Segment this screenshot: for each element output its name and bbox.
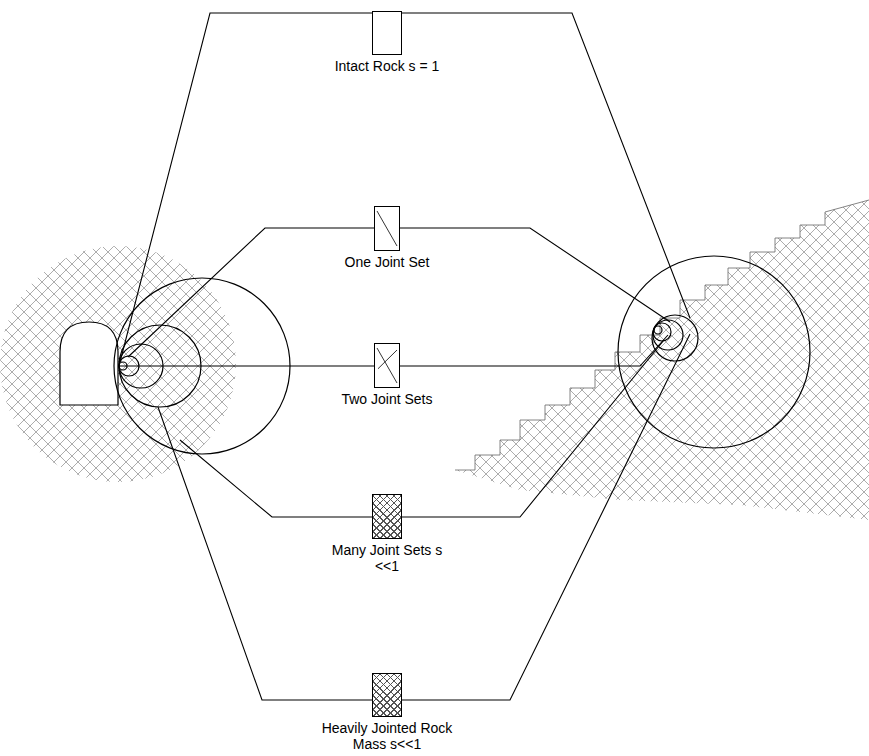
hatched-rock-region xyxy=(0,246,236,482)
specimen-label: Many Joint Sets s <<1 xyxy=(329,542,445,574)
specimen-label: Two Joint Sets xyxy=(339,391,434,407)
specimen-node: Many Joint Sets s <<1 xyxy=(329,494,445,574)
specimen-label: One Joint Set xyxy=(343,254,432,270)
specimen-node: Two Joint Sets xyxy=(339,343,434,407)
stepped-slope xyxy=(455,200,869,470)
specimen-node: One Joint Set xyxy=(343,206,432,270)
two-joint-sets-specimen xyxy=(374,343,400,388)
joint-lines xyxy=(375,207,399,250)
specimen-label: Heavily Jointed Rock Mass s<<1 xyxy=(312,720,462,752)
joint-lines xyxy=(375,344,399,387)
hatched-slope-region xyxy=(440,190,869,530)
many-joint-sets-specimen xyxy=(372,494,402,539)
scale-lines xyxy=(120,13,690,700)
specimen-label: Intact Rock s = 1 xyxy=(333,58,442,74)
tunnel xyxy=(60,322,118,405)
specimen-node: Heavily Jointed Rock Mass s<<1 xyxy=(312,673,462,752)
heavily-jointed-specimen xyxy=(372,673,402,717)
one-joint-set-specimen xyxy=(374,206,400,251)
specimen-node: Intact Rock s = 1 xyxy=(333,11,442,74)
scale-circles xyxy=(618,256,810,448)
intact-rock-specimen xyxy=(372,11,402,55)
